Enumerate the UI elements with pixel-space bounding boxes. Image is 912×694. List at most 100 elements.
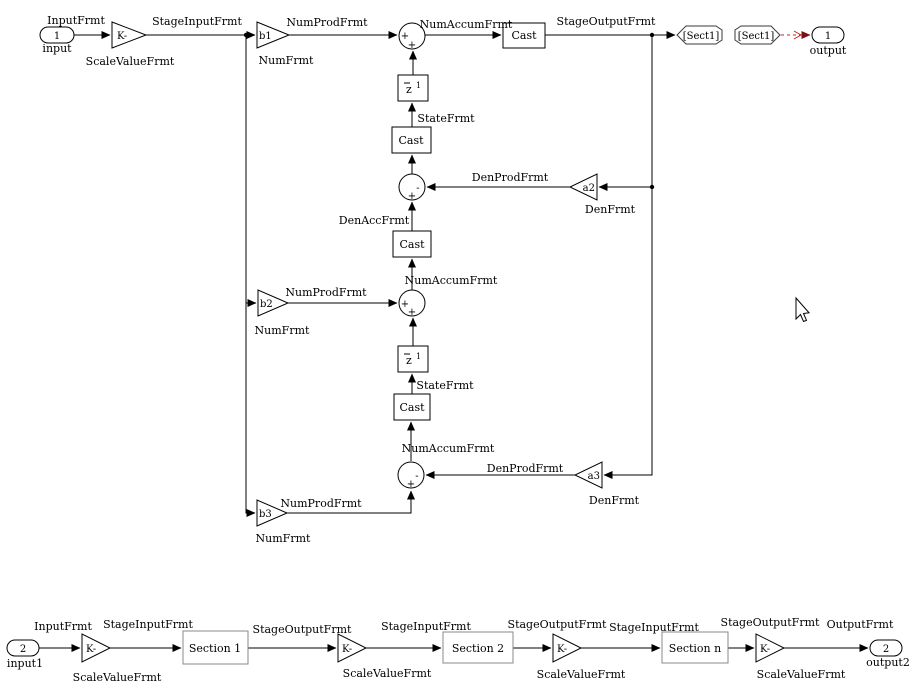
inport-input-number: 1 bbox=[54, 31, 60, 42]
mouse-cursor-icon bbox=[795, 296, 810, 323]
outport-output[interactable]: 1 bbox=[811, 26, 845, 44]
gain-a3[interactable]: a3 bbox=[573, 461, 603, 489]
gain-scalevalue-4-label: K- bbox=[760, 644, 770, 655]
cast-block-4[interactable]: Cast bbox=[393, 393, 431, 421]
inport-input[interactable]: 1 bbox=[39, 26, 75, 44]
label-scale-value-frmt-1: ScaleValueFrmt bbox=[73, 671, 162, 684]
label-num-accum-frmt-3: NumAccumFrmt bbox=[402, 442, 495, 455]
label-scale-value-frmt-2: ScaleValueFrmt bbox=[343, 667, 432, 680]
label-state-frmt-2: StateFrmt bbox=[416, 379, 474, 392]
label-num-frmt-b1: NumFrmt bbox=[259, 54, 314, 67]
gain-scalevalue-top[interactable]: K- bbox=[111, 21, 148, 49]
gain-a2[interactable]: a2 bbox=[568, 173, 598, 201]
gain-scalevalue-1-label: K- bbox=[86, 644, 96, 655]
label-den-acc-frmt: DenAccFrmt bbox=[339, 214, 410, 227]
unit-delay-1-exponent: 1 bbox=[416, 81, 421, 90]
cast-block-4-label: Cast bbox=[399, 401, 425, 414]
gain-scalevalue-top-label: K- bbox=[117, 31, 127, 42]
goto-sect1[interactable]: [Sect1] bbox=[676, 25, 723, 45]
outport-output2[interactable]: 2 bbox=[869, 639, 903, 657]
label-stage-input-frmt-2: StageInputFrmt bbox=[381, 620, 471, 633]
label-num-frmt-b2: NumFrmt bbox=[255, 324, 310, 337]
label-num-prod-frmt-b3: NumProdFrmt bbox=[280, 497, 362, 510]
subsystem-section-1[interactable]: Section 1 bbox=[182, 630, 249, 665]
subsystem-section-n-label: Section n bbox=[669, 642, 721, 655]
label-scale-value-frmt: ScaleValueFrmt bbox=[86, 55, 175, 68]
label-input-frmt: InputFrmt bbox=[47, 14, 105, 27]
inport-input1[interactable]: 2 bbox=[6, 639, 40, 657]
unit-delay-2[interactable]: z 1 bbox=[397, 345, 429, 373]
label-stage-input-frmt-3: StageInputFrmt bbox=[609, 621, 699, 634]
label-num-prod-frmt-b2: NumProdFrmt bbox=[285, 286, 367, 299]
cast-block-3[interactable]: Cast bbox=[392, 230, 432, 258]
outport-output2-name: output2 bbox=[866, 656, 910, 669]
subsystem-section-n[interactable]: Section n bbox=[661, 631, 729, 664]
label-den-prod-frmt-a3: DenProdFrmt bbox=[487, 462, 564, 475]
gain-scalevalue-4[interactable]: K- bbox=[755, 633, 786, 663]
label-den-frmt-a2: DenFrmt bbox=[585, 203, 636, 216]
cast-block-2[interactable]: Cast bbox=[391, 126, 432, 154]
sum-2-sign-bottom: + bbox=[408, 191, 416, 202]
gain-scalevalue-3[interactable]: K- bbox=[552, 633, 583, 663]
sum-2-sign-right: - bbox=[416, 183, 419, 194]
gain-scalevalue-2[interactable]: K- bbox=[337, 633, 368, 663]
label-num-accum-frmt-1: NumAccumFrmt bbox=[420, 18, 513, 31]
inport-input-name: input bbox=[42, 42, 72, 55]
label-output-frmt: OutputFrmt bbox=[827, 618, 894, 631]
gain-a3-label: a3 bbox=[588, 471, 600, 482]
cast-block-1[interactable]: Cast bbox=[502, 22, 546, 49]
label-input-frmt-bottom: InputFrmt bbox=[34, 620, 92, 633]
gain-scalevalue-2-label: K- bbox=[342, 644, 352, 655]
sum-4[interactable]: - + bbox=[397, 461, 425, 490]
gain-a2-label: a2 bbox=[583, 183, 595, 194]
label-scale-value-frmt-3: ScaleValueFrmt bbox=[537, 668, 626, 681]
outport-output2-number: 2 bbox=[883, 644, 889, 655]
gain-scalevalue-1[interactable]: K- bbox=[81, 633, 112, 663]
gain-b3[interactable]: b3 bbox=[256, 499, 289, 527]
label-num-frmt-b3: NumFrmt bbox=[256, 532, 311, 545]
outport-output-number: 1 bbox=[825, 31, 831, 42]
gain-b3-label: b3 bbox=[259, 509, 272, 520]
from-sect1-tag: [Sect1] bbox=[738, 31, 775, 42]
gain-scalevalue-3-label: K- bbox=[557, 644, 567, 655]
goto-sect1-tag: [Sect1] bbox=[683, 31, 720, 42]
cast-block-2-label: Cast bbox=[398, 134, 424, 147]
label-stage-output-frmt: StageOutputFrmt bbox=[557, 15, 656, 28]
outport-output-name: output bbox=[810, 44, 847, 57]
label-den-frmt-a3: DenFrmt bbox=[589, 494, 640, 507]
unit-delay-2-exponent: 1 bbox=[416, 352, 421, 361]
unit-delay-1[interactable]: z 1 bbox=[397, 74, 429, 102]
inport-input1-number: 2 bbox=[20, 644, 26, 655]
gain-b2-label: b2 bbox=[260, 299, 273, 310]
sum-1-sign-left: + bbox=[401, 31, 409, 42]
sum-4-sign-bottom: + bbox=[407, 479, 415, 490]
unit-delay-2-base: z bbox=[406, 354, 412, 367]
label-state-frmt-1: StateFrmt bbox=[417, 112, 475, 125]
from-sect1[interactable]: [Sect1] bbox=[734, 25, 781, 45]
cast-block-3-label: Cast bbox=[399, 238, 425, 251]
label-stage-input-frmt-1: StageInputFrmt bbox=[103, 618, 193, 631]
sum-1[interactable]: + + bbox=[398, 22, 426, 51]
sum-3[interactable]: + + bbox=[398, 289, 426, 318]
label-stage-input-frmt: StageInputFrmt bbox=[152, 15, 242, 28]
sum-1-sign-bottom: + bbox=[408, 40, 416, 51]
signal-wires-top bbox=[74, 31, 676, 517]
inport-input1-name: input1 bbox=[7, 657, 43, 670]
sum-2[interactable]: - + bbox=[398, 173, 426, 202]
unit-delay-1-base: z bbox=[406, 83, 412, 96]
gain-b1[interactable]: b1 bbox=[256, 21, 291, 49]
subsystem-section-2-label: Section 2 bbox=[452, 642, 504, 655]
gain-b1-label: b1 bbox=[259, 31, 272, 42]
signal-labels-bottom: InputFrmt StageInputFrmt ScaleValueFrmt … bbox=[34, 616, 894, 684]
label-num-accum-frmt-2: NumAccumFrmt bbox=[405, 274, 498, 287]
gain-b2[interactable]: b2 bbox=[257, 289, 290, 317]
label-stage-output-frmt-2: StageOutputFrmt bbox=[508, 618, 607, 631]
subsystem-section-1-label: Section 1 bbox=[189, 642, 241, 655]
sum-3-sign-left: + bbox=[401, 299, 409, 310]
subsystem-section-2[interactable]: Section 2 bbox=[442, 631, 514, 664]
sum-4-sign-right: - bbox=[415, 471, 418, 482]
signal-labels-top: InputFrmt ScaleValueFrmt StageInputFrmt … bbox=[47, 14, 656, 545]
label-scale-value-frmt-4: ScaleValueFrmt bbox=[757, 668, 846, 681]
label-num-prod-frmt-b1: NumProdFrmt bbox=[286, 16, 368, 29]
